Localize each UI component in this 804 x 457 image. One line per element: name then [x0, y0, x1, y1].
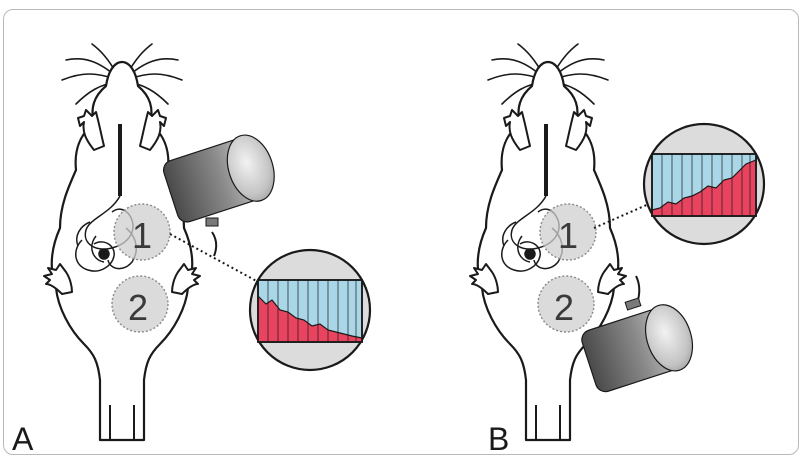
site-1-label-a: 1 [132, 215, 152, 256]
site-2-label-a: 2 [128, 287, 148, 328]
site-2-b: 2 [538, 276, 594, 332]
panel-label-a: A [12, 421, 34, 457]
site-1-a: 1 [114, 204, 170, 260]
panel-a: 1 2 [12, 44, 370, 457]
panel-b: 1 2 [470, 44, 764, 457]
panel-label-b: B [488, 421, 509, 457]
signal-graph-icon [250, 250, 370, 370]
signal-graph-icon [644, 124, 764, 244]
site-2-label-b: 2 [554, 287, 574, 328]
site-2-a: 2 [112, 276, 168, 332]
site-1-b: 1 [540, 204, 596, 260]
site-1-label-b: 1 [558, 215, 578, 256]
